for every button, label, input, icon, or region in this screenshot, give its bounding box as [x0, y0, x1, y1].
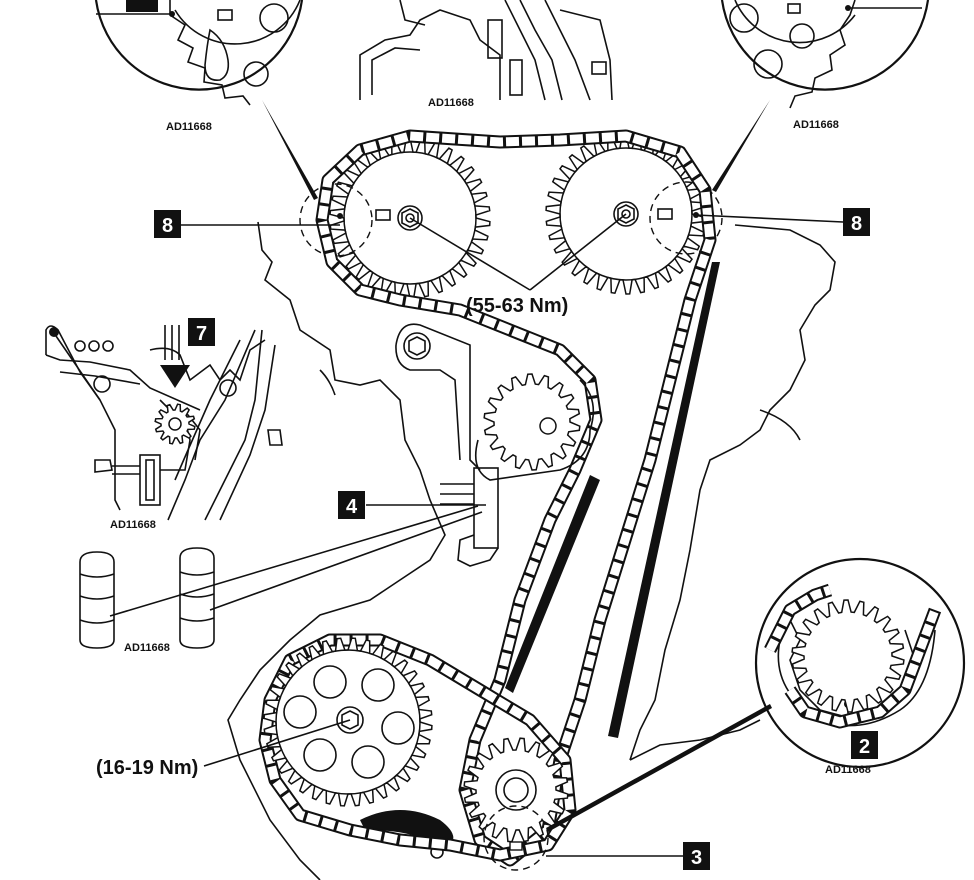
svg-text:2: 2 [859, 736, 870, 758]
sprocket-hub-ring [343, 151, 477, 285]
callout-4: 4 [109, 491, 486, 617]
crankshaft-sprocket [463, 737, 569, 843]
crank-detail-chain [764, 583, 942, 729]
detail-circle-left [299, 183, 373, 257]
svg-text:7: 7 [196, 323, 207, 345]
chain-guide-left [505, 475, 600, 693]
svg-text:3: 3 [691, 847, 702, 869]
callout-box-clipped [126, 0, 158, 12]
callout-3: 3 [546, 842, 710, 870]
drawing-code-top-center: AD11668 [428, 97, 474, 109]
timing-chain-upper [315, 129, 717, 867]
top-left-magnifier: AD11668 [94, 0, 318, 200]
sprocket-hub-ring [559, 147, 693, 281]
sprocket-teeth [463, 737, 569, 843]
detail-circle-crank [483, 805, 549, 871]
callout-7: 7 [188, 318, 215, 346]
sprocket-teeth [791, 599, 905, 713]
tensioner-detail-sprocket [154, 403, 196, 445]
timing-chain-lower [258, 633, 577, 862]
svg-text:8: 8 [162, 215, 173, 237]
drawing-code-top-left: AD11668 [166, 121, 212, 133]
idler-housing [474, 379, 595, 481]
balancer-sprocket-holes [283, 665, 415, 779]
drawing-code-plungers: AD11668 [124, 642, 170, 654]
crank-detail-sprocket [791, 599, 905, 713]
svg-text:(16-19 Nm): (16-19 Nm) [96, 757, 198, 779]
drawing-code-crank: AD11668 [825, 764, 871, 776]
sprocket-teeth [263, 637, 433, 807]
drawing-code-top-right: AD11668 [793, 119, 839, 131]
callout-2: 2 [851, 731, 878, 759]
torque-camshaft: (55-63 Nm) [409, 213, 627, 317]
camshaft-bolt-left [397, 205, 423, 231]
tensioner-detail-inset: AD11668 [45, 325, 283, 531]
callout-8-right: 8 [693, 208, 870, 236]
sprocket-teeth [154, 403, 196, 445]
sprocket-hub-ring [275, 649, 421, 795]
magnifier-pointer-crank [546, 704, 772, 832]
push-direction-arrow [160, 365, 190, 388]
sprocket-hub-ring [168, 417, 182, 431]
chain-links [260, 635, 575, 860]
idler-sprocket [483, 373, 581, 471]
timing-mark-left [375, 209, 391, 221]
chain-links [786, 608, 940, 727]
svg-text:8: 8 [851, 213, 862, 235]
crankshaft-hub [495, 769, 537, 811]
idler-hub [539, 417, 557, 435]
engine-detail-inset: AD11668 [359, 0, 613, 109]
chain-guide-right [608, 262, 720, 738]
sprocket-teeth [483, 373, 581, 471]
detail-circle-right [649, 181, 723, 255]
engine-block-outline [227, 221, 836, 880]
camshaft-bolt-right [613, 201, 639, 227]
chain-links [317, 131, 715, 865]
timing-mark-right [657, 208, 673, 220]
svg-text:(55-63 Nm): (55-63 Nm) [466, 295, 568, 317]
magnifier-pointer-left [262, 100, 318, 200]
svg-text:4: 4 [346, 496, 358, 518]
chain-links [765, 585, 832, 653]
tensioner-plungers: AD11668 [79, 547, 215, 654]
torque-crank-sprocket: (16-19 Nm) [96, 719, 351, 779]
magnifier-pointer-right [712, 100, 770, 192]
top-right-magnifier: AD11668 [712, 0, 930, 192]
callout-8-left: 8 [154, 210, 343, 238]
balancer-sprocket [263, 637, 433, 807]
drawing-code-tensioner: AD11668 [110, 519, 156, 531]
bracket-bolt [395, 323, 481, 471]
